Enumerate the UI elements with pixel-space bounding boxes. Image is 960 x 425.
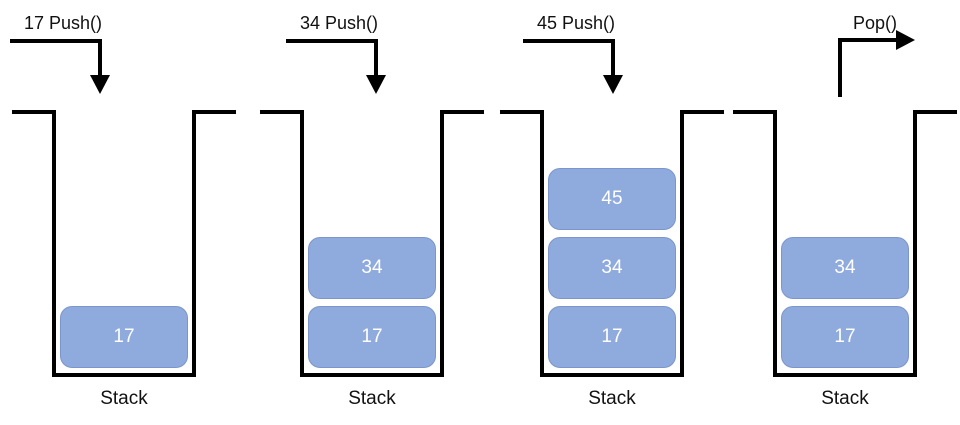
stack-container-2 bbox=[260, 110, 484, 377]
stack-item: 45 bbox=[548, 168, 676, 230]
push-arrow-2-head bbox=[366, 75, 386, 94]
stack-item: 17 bbox=[781, 306, 909, 368]
stack-item: 34 bbox=[781, 237, 909, 299]
stack-caption-4: Stack bbox=[821, 388, 869, 409]
push-arrow-2-line bbox=[286, 39, 378, 76]
operation-label-push-45: 45 Push() bbox=[536, 13, 615, 33]
operation-label-push-34: 34 Push() bbox=[299, 13, 378, 33]
operation-label-push-17: 17 Push() bbox=[23, 13, 102, 33]
stack-item: 17 bbox=[60, 306, 188, 368]
stack-container-4 bbox=[733, 110, 957, 377]
stack-caption-3: Stack bbox=[588, 388, 636, 409]
stack-item: 34 bbox=[308, 237, 436, 299]
push-arrow-1-head bbox=[90, 75, 110, 94]
push-arrow-1-line bbox=[10, 39, 102, 76]
stack-item: 34 bbox=[548, 237, 676, 299]
stack-item: 17 bbox=[548, 306, 676, 368]
stack-caption-1: Stack bbox=[100, 388, 148, 409]
operation-label-pop: Pop() bbox=[852, 13, 898, 33]
push-arrow-3-head bbox=[603, 75, 623, 94]
stack-container-1 bbox=[12, 110, 236, 377]
stack-caption-2: Stack bbox=[348, 388, 396, 409]
stack-container-3 bbox=[500, 110, 724, 377]
pop-arrow-line bbox=[838, 38, 897, 97]
push-arrow-3-line bbox=[523, 39, 615, 76]
pop-arrow-head bbox=[896, 30, 915, 50]
stack-item: 17 bbox=[308, 306, 436, 368]
